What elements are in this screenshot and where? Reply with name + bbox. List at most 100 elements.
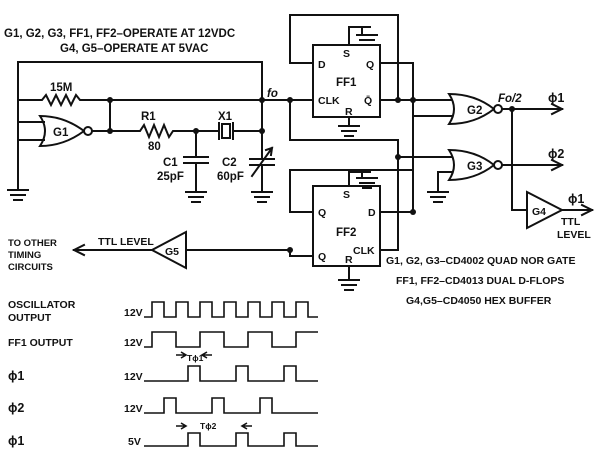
- other-circuits-line1: TO OTHER: [8, 238, 57, 249]
- resistor-15m-label: 15M: [50, 82, 72, 94]
- parts-nor-gate: G1, G2, G3–CD4002 QUAD NOR GATE: [386, 255, 575, 267]
- waveform-ff1-output: [144, 331, 318, 348]
- timing-row2-level: 12V: [124, 337, 143, 349]
- node-ff2-d: [410, 209, 416, 215]
- gate-g1: [38, 114, 86, 148]
- timing-row5-level: 5V: [128, 436, 141, 448]
- capacitor-c1-label: C1: [163, 157, 178, 169]
- ground-g1: [7, 189, 29, 201]
- crystal-x1-lead-a: [211, 122, 220, 140]
- ground-ff1-r: [338, 125, 360, 137]
- node-15m-r1: [107, 97, 113, 103]
- signal-fo-half-label: Fo/2: [498, 93, 522, 105]
- marker-t-phi2: [176, 422, 252, 430]
- wire-g1-out-r1: [91, 99, 111, 132]
- ff1-pin-r: R: [345, 106, 353, 118]
- ff1-pin-qbar: Q̄: [364, 95, 372, 107]
- buffer-g4-label: G4: [532, 206, 546, 218]
- buffer-g5-label: G5: [165, 246, 179, 258]
- gate-g3-bubble: [493, 160, 503, 170]
- other-circuits-line3: CIRCUITS: [8, 262, 53, 273]
- ff2-pin-q-top: Q: [318, 207, 326, 219]
- gate-g2: [447, 92, 496, 126]
- parts-hex-buffer: G4,G5–CD4050 HEX BUFFER: [406, 295, 552, 307]
- gate-g3-label: G3: [467, 161, 482, 173]
- timing-row1-label-line1: OSCILLATOR: [8, 299, 76, 311]
- parts-d-flops: FF1, FF2–CD4013 DUAL D-FLOPS: [396, 275, 564, 287]
- arrow-phi2: [550, 158, 565, 172]
- ground-ff2-s: [356, 171, 378, 189]
- ff1-pin-s: S: [343, 48, 350, 60]
- g4-ttl-label: TTL: [561, 216, 581, 228]
- timing-row1-label-line2: OUTPUT: [8, 312, 52, 324]
- ground-g3: [427, 191, 449, 203]
- gate-g2-label: G2: [467, 105, 482, 117]
- timing-row5-label: ϕ1: [8, 434, 24, 448]
- arrow-g5-out: [71, 243, 86, 257]
- ff2-pin-q-bottom: Q: [318, 251, 326, 263]
- marker-t-phi1-label: Tϕ1: [187, 353, 204, 363]
- wire-ff2-q-top: [289, 169, 414, 213]
- marker-t-phi1: [176, 351, 212, 359]
- gate-g1-bubble: [83, 126, 93, 136]
- capacitor-c2-trim-arrow: [250, 146, 274, 178]
- arrow-phi1: [550, 102, 565, 116]
- signal-phi1-ttl-label: ϕ1: [568, 192, 584, 206]
- wire-ff1-feedback-loop: [289, 14, 399, 101]
- waveform-phi1-ttl: [144, 432, 318, 447]
- wire-g3-in-b: [437, 171, 453, 193]
- ground-ff2-r: [338, 279, 360, 291]
- signal-phi2-label: ϕ2: [548, 147, 564, 161]
- gate-g1-label: G1: [53, 127, 69, 139]
- ground-ff1-s: [356, 26, 378, 46]
- buffer-g5: [149, 230, 187, 270]
- capacitor-c2-label: C2: [222, 157, 237, 169]
- crystal-x1-lead-b: [232, 99, 263, 140]
- waveform-phi1: [144, 365, 318, 382]
- note-operate-12v: G1, G2, G3, FF1, FF2–OPERATE AT 12VDC: [4, 28, 235, 40]
- ff2-label: FF2: [336, 227, 356, 239]
- ff1-label: FF1: [336, 77, 357, 89]
- g5-ttl-level-label: TTL LEVEL: [98, 236, 154, 248]
- timing-row4-level: 12V: [124, 403, 143, 415]
- signal-phi1-label: ϕ1: [548, 91, 564, 105]
- capacitor-c1-value: 25pF: [157, 171, 184, 183]
- buffer-g4: [526, 190, 565, 230]
- gate-g2-bubble: [493, 104, 503, 114]
- timing-row1-level: 12V: [124, 307, 143, 319]
- wire-ff2-clk: [379, 156, 399, 251]
- wire-15m: [17, 92, 263, 108]
- ground-c2: [251, 191, 273, 203]
- waveform-phi2: [144, 397, 318, 414]
- marker-t-phi2-label: Tϕ2: [200, 421, 217, 431]
- ff2-pin-r: R: [345, 254, 353, 266]
- capacitor-c2: [249, 130, 275, 193]
- capacitor-c2-value: 60pF: [217, 171, 244, 183]
- flipflop-ff1: [312, 44, 381, 118]
- timing-row4-label: ϕ2: [8, 401, 24, 415]
- wire-g4-in: [511, 108, 528, 211]
- ff2-pin-clk: CLK: [353, 245, 375, 257]
- resistor-r1-value: 80: [148, 141, 161, 153]
- wire-top-feedback: [17, 61, 263, 101]
- g4-level-label: LEVEL: [557, 229, 591, 241]
- ff2-pin-s: S: [343, 189, 350, 201]
- timing-row3-level: 12V: [124, 371, 143, 383]
- timing-row2-label: FF1 OUTPUT: [8, 337, 73, 349]
- node-clk-split: [287, 97, 293, 103]
- gate-g3: [447, 148, 496, 182]
- capacitor-c1: [183, 130, 209, 193]
- node-g5-in: [287, 247, 293, 253]
- ff1-pin-clk: CLK: [318, 95, 340, 107]
- wire-clk-loop: [289, 99, 399, 158]
- ff1-pin-d: D: [318, 59, 326, 71]
- wire-ff2-q-out: [289, 249, 314, 257]
- ground-c1: [185, 191, 207, 203]
- crystal-x1-label: X1: [218, 111, 233, 123]
- timing-row3-label: ϕ1: [8, 369, 24, 383]
- waveform-oscillator: [144, 301, 318, 318]
- wire-ff1-q: [379, 62, 414, 101]
- arrow-g4-out: [580, 203, 595, 217]
